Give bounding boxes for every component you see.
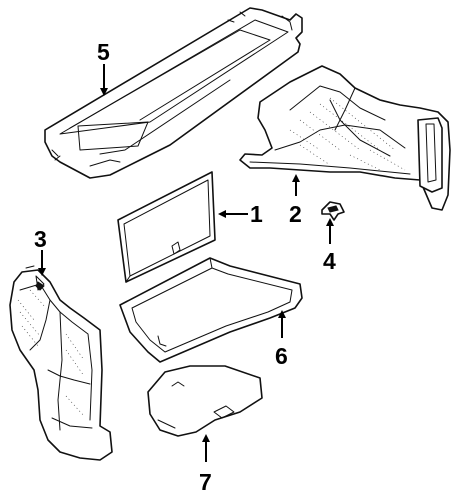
callout-5: 5: [97, 39, 110, 65]
trunk-side-trim-part-2: [239, 65, 451, 211]
leader-lines: [38, 64, 334, 462]
callout-6: 6: [275, 343, 288, 369]
side-trim-panel-part-3: [9, 265, 113, 461]
callout-7: 7: [199, 469, 212, 495]
callout-3: 3: [34, 226, 47, 252]
package-tray-part-5: [44, 7, 303, 179]
rear-panel-liner-part-1: [117, 171, 216, 283]
callout-2: 2: [289, 201, 302, 227]
push-clip-part-4: [321, 201, 345, 221]
callout-4: 4: [323, 248, 336, 274]
callout-1: 1: [250, 201, 263, 227]
spare-tire-cover-part-7: [147, 365, 263, 437]
callouts: 1 2 3 4 5 6 7: [34, 39, 336, 495]
